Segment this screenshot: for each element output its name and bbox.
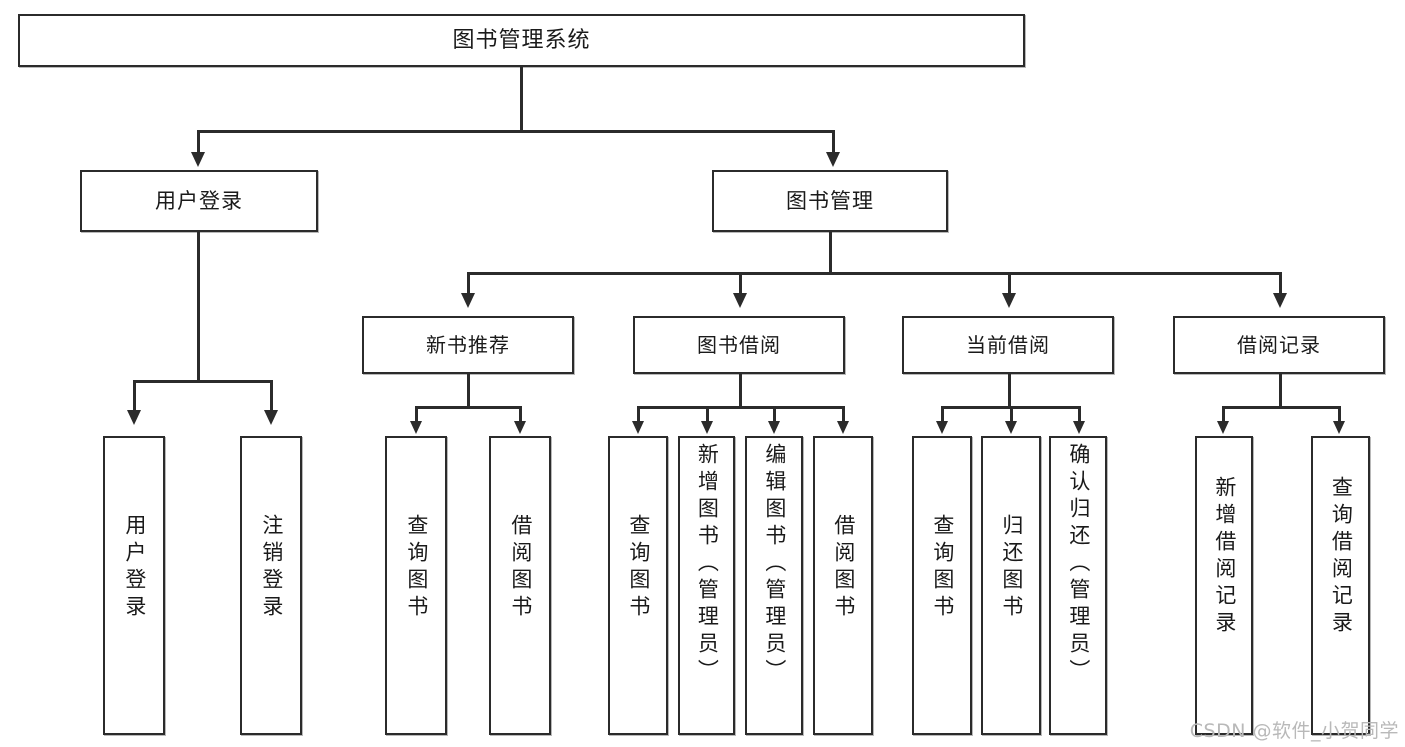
arrow-current-borrow-to-leaf-2	[1005, 421, 1017, 434]
node-new-book-recommend[interactable]: 新书推荐	[362, 316, 574, 374]
leaf-new-book-query-book[interactable]: 查询图书	[385, 436, 447, 735]
arrow-current-borrow-to-leaf-1	[936, 421, 948, 434]
node-user-login[interactable]: 用户登录	[80, 170, 318, 232]
node-label: 借阅记录	[1237, 332, 1321, 357]
arrow-new-book-to-leaf-1	[410, 421, 422, 434]
connector-book-borrow-to-leaf-4	[842, 406, 845, 423]
leaf-current-borrow-return-book[interactable]: 归还图书	[981, 436, 1041, 735]
node-label: 查询图书	[930, 514, 955, 622]
leaf-new-book-borrow-book[interactable]: 借阅图书	[489, 436, 551, 735]
connector-current-borrow-stem	[1008, 374, 1011, 406]
node-label: 图书管理系统	[452, 27, 591, 53]
connector-borrow-record-to-leaf-2	[1338, 406, 1341, 423]
connector-user-login-to-leaf-2	[270, 380, 273, 413]
connector-borrow-record-rail	[1222, 406, 1339, 409]
connector-current-borrow-to-leaf-1	[941, 406, 944, 423]
node-label: 查询图书	[626, 514, 651, 622]
node-label: 新增借阅记录	[1212, 476, 1237, 638]
node-label: 用户登录	[122, 514, 147, 622]
leaf-book-borrow-add-book-admin[interactable]: 新增图书（管理员）	[678, 436, 735, 735]
node-label: 查询图书	[404, 514, 429, 622]
connector-root-rail	[197, 130, 834, 133]
connector-book-borrow-to-leaf-3	[773, 406, 776, 423]
leaf-borrow-record-query-record[interactable]: 查询借阅记录	[1311, 436, 1370, 735]
node-label: 确认归还（管理员）	[1066, 443, 1091, 686]
node-label: 图书管理	[786, 188, 874, 213]
connector-borrow-record-to-leaf-1	[1222, 406, 1225, 423]
connector-new-book-stem	[467, 374, 470, 406]
leaf-current-borrow-query-book[interactable]: 查询图书	[912, 436, 972, 735]
leaf-book-borrow-edit-book-admin[interactable]: 编辑图书（管理员）	[745, 436, 803, 735]
connector-bm-to-current-borrow	[1008, 272, 1011, 295]
connector-bm-to-book-borrow	[739, 272, 742, 295]
arrow-bm-to-book-borrow	[733, 293, 747, 308]
connector-bm-to-new-book	[467, 272, 470, 295]
node-label: 查询借阅记录	[1329, 476, 1354, 638]
node-label: 图书借阅	[697, 332, 781, 357]
arrow-book-borrow-to-leaf-4	[837, 421, 849, 434]
connector-book-borrow-to-leaf-1	[637, 406, 640, 423]
connector-root-to-user-login	[197, 130, 200, 155]
connector-bm-to-borrow-record	[1279, 272, 1282, 295]
node-label: 用户登录	[155, 188, 243, 213]
connector-root-to-book-management	[832, 130, 835, 155]
connector-book-management-stem	[829, 232, 832, 272]
arrow-root-to-user-login	[191, 152, 205, 167]
leaf-user-login-logout[interactable]: 注销登录	[240, 436, 302, 735]
connector-root-stem	[520, 67, 523, 130]
node-label: 借阅图书	[831, 514, 856, 622]
node-current-borrow[interactable]: 当前借阅	[902, 316, 1114, 374]
arrow-bm-to-new-book	[461, 293, 475, 308]
connector-book-borrow-stem	[739, 374, 742, 406]
arrow-user-login-to-leaf-2	[264, 410, 278, 425]
node-label: 新增图书（管理员）	[695, 443, 720, 686]
node-book-borrow[interactable]: 图书借阅	[633, 316, 845, 374]
leaf-book-borrow-query-book[interactable]: 查询图书	[608, 436, 668, 735]
connector-book-borrow-rail	[637, 406, 843, 409]
arrow-borrow-record-to-leaf-1	[1217, 421, 1229, 434]
connector-user-login-stem	[197, 232, 200, 380]
connector-new-book-rail	[415, 406, 520, 409]
connector-user-login-to-leaf-1	[133, 380, 136, 413]
node-borrow-record[interactable]: 借阅记录	[1173, 316, 1385, 374]
node-label: 借阅图书	[508, 514, 533, 622]
arrow-bm-to-borrow-record	[1273, 293, 1287, 308]
node-label: 归还图书	[999, 514, 1024, 622]
arrow-book-borrow-to-leaf-3	[768, 421, 780, 434]
connector-current-borrow-to-leaf-2	[1010, 406, 1013, 423]
node-label: 注销登录	[259, 514, 284, 622]
connector-borrow-record-stem	[1279, 374, 1282, 406]
node-book-management[interactable]: 图书管理	[712, 170, 948, 232]
connector-user-login-rail	[133, 380, 272, 383]
leaf-user-login-login[interactable]: 用户登录	[103, 436, 165, 735]
leaf-current-borrow-confirm-return-admin[interactable]: 确认归还（管理员）	[1049, 436, 1107, 735]
arrow-new-book-to-leaf-2	[514, 421, 526, 434]
arrow-user-login-to-leaf-1	[127, 410, 141, 425]
node-label: 编辑图书（管理员）	[762, 443, 787, 686]
connector-book-borrow-to-leaf-2	[706, 406, 709, 423]
node-label: 新书推荐	[426, 332, 510, 357]
arrow-bm-to-current-borrow	[1002, 293, 1016, 308]
node-label: 当前借阅	[966, 332, 1050, 357]
arrow-book-borrow-to-leaf-2	[701, 421, 713, 434]
node-root-book-management-system[interactable]: 图书管理系统	[18, 14, 1025, 67]
leaf-book-borrow-borrow-book[interactable]: 借阅图书	[813, 436, 873, 735]
leaf-borrow-record-add-record[interactable]: 新增借阅记录	[1195, 436, 1253, 735]
connector-current-borrow-to-leaf-3	[1078, 406, 1081, 423]
connector-book-management-rail	[467, 272, 1281, 275]
arrow-borrow-record-to-leaf-2	[1333, 421, 1345, 434]
arrow-current-borrow-to-leaf-3	[1073, 421, 1085, 434]
arrow-book-borrow-to-leaf-1	[632, 421, 644, 434]
arrow-root-to-book-management	[826, 152, 840, 167]
connector-new-book-to-leaf-1	[415, 406, 418, 423]
connector-new-book-to-leaf-2	[519, 406, 522, 423]
